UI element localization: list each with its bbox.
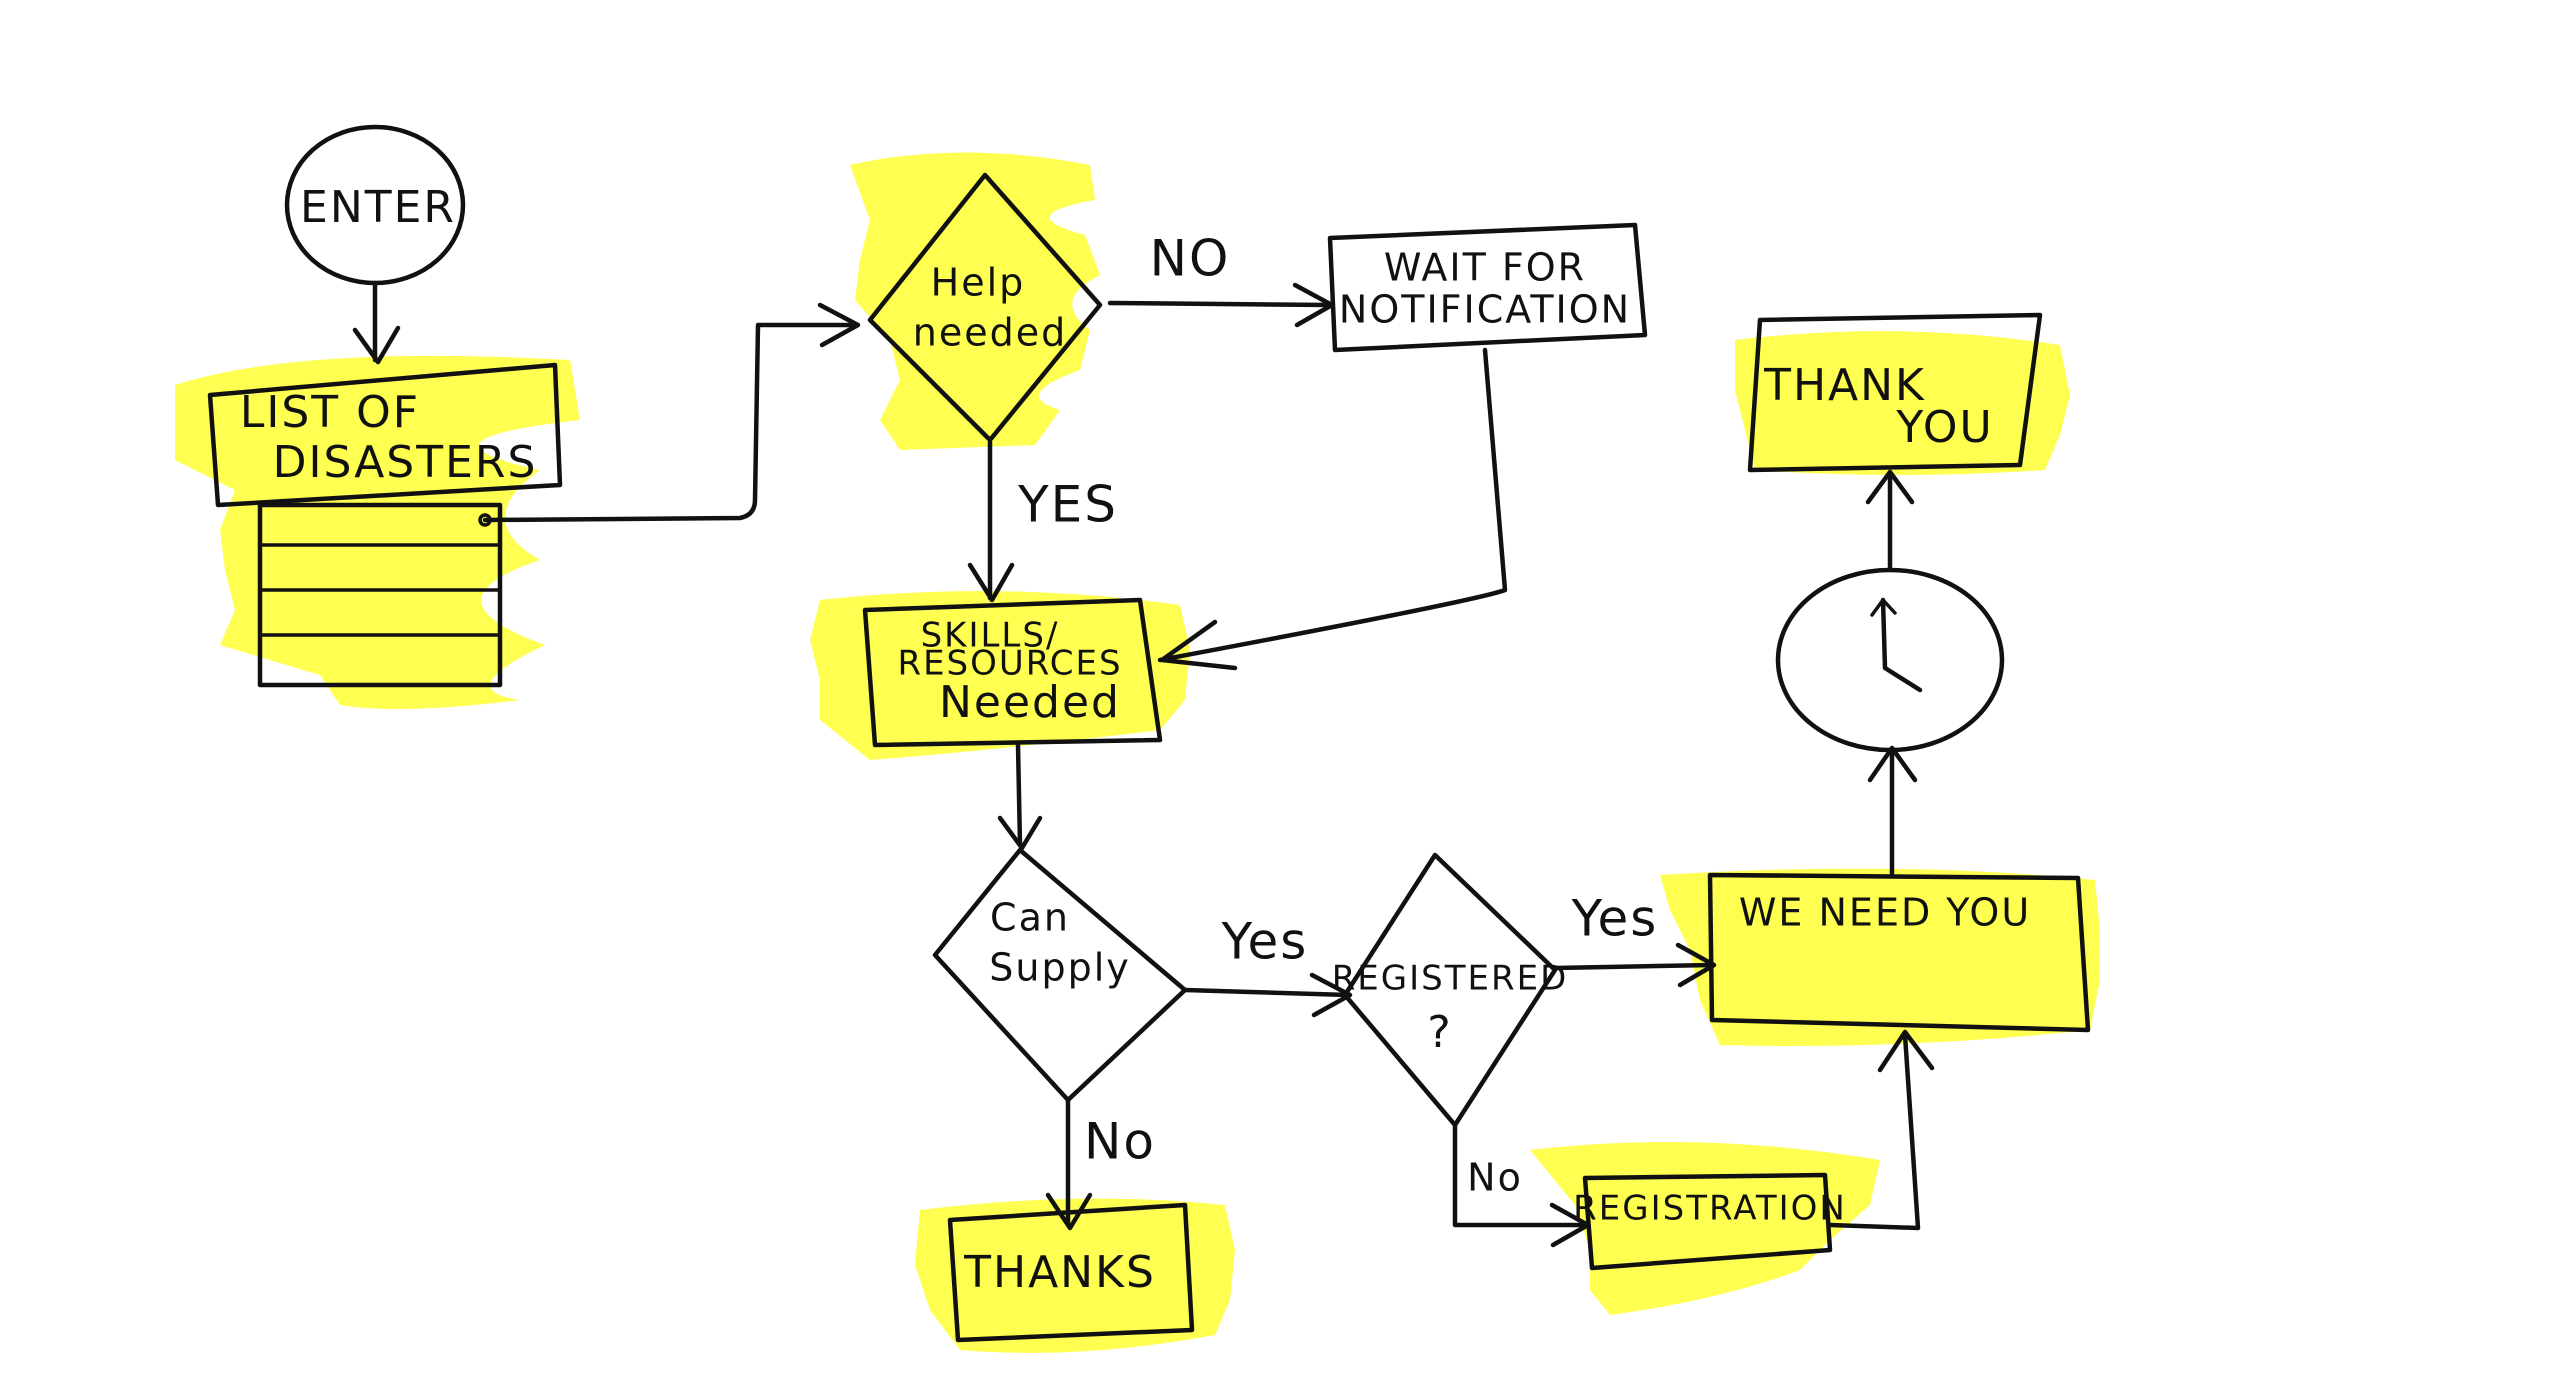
clock-icon <box>1775 567 2005 753</box>
label-registered-no: No <box>1467 1156 1523 1200</box>
thanks-label: THANKS <box>963 1247 1156 1298</box>
edge-wait-to-skills <box>1157 347 1508 663</box>
label-supply-no: No <box>1084 1113 1156 1171</box>
thank-you-node: THANK YOU <box>1747 312 2043 473</box>
highlight-thanks <box>915 1198 1235 1353</box>
registration-node: REGISTRATION <box>1573 1172 1847 1271</box>
edge-skills-to-supply <box>1015 742 1023 848</box>
skills-line3: Needed <box>939 677 1121 728</box>
registered-decision: REGISTERED ? <box>1332 852 1569 1128</box>
wait-for-notification-node: WAIT FOR NOTIFICATION <box>1327 222 1648 353</box>
thank-you-line2: YOU <box>1895 402 1993 453</box>
label-supply-yes: Yes <box>1221 913 1309 971</box>
label-help-no: NO <box>1150 230 1231 288</box>
highlight-we-need-you <box>1660 868 2100 1046</box>
edge-supply-yes <box>1182 987 1351 998</box>
connectors <box>352 280 1935 1248</box>
thanks-node: THANKS <box>947 1202 1195 1343</box>
edge-labels: NO YES Yes No Yes No <box>1017 230 1659 1200</box>
can-supply-line2: Supply <box>989 946 1131 990</box>
highlight-help-needed <box>850 152 1100 450</box>
highlight-skills <box>810 591 1190 760</box>
skills-resources-node: SKILLS/ RESOURCES Needed <box>862 597 1163 748</box>
edge-registration-to-need <box>1827 1032 1921 1231</box>
help-needed-line2: needed <box>913 311 1067 355</box>
enter-label: ENTER <box>300 182 456 233</box>
highlight-list <box>175 355 580 709</box>
thank-you-line1: THANK <box>1763 360 1926 411</box>
skills-line1: SKILLS/ <box>921 616 1060 656</box>
highlight-thank-you <box>1735 331 2070 475</box>
list-of-disasters-node: LIST OF DISASTERS <box>207 362 563 688</box>
list-title-line1: LIST OF <box>240 387 420 438</box>
wait-line2: NOTIFICATION <box>1339 288 1631 332</box>
can-supply-decision: Can Supply <box>932 847 1188 1103</box>
help-needed-line1: Help <box>931 261 1026 305</box>
label-help-yes: YES <box>1017 476 1118 534</box>
edge-list-to-help <box>482 322 858 523</box>
we-need-you-label: WE NEED YOU <box>1739 891 2031 935</box>
we-need-you-node: WE NEED YOU <box>1707 872 2091 1033</box>
skills-line2: RESOURCES <box>897 644 1122 684</box>
enter-node: ENTER <box>284 124 466 286</box>
edge-help-no <box>1107 300 1333 308</box>
edge-registered-no <box>1452 1122 1588 1228</box>
label-registered-yes: Yes <box>1571 890 1659 948</box>
can-supply-line1: Can <box>990 896 1070 940</box>
registered-line1: REGISTERED <box>1332 959 1569 999</box>
highlight-registration <box>1530 1142 1880 1315</box>
edge-registered-yes <box>1552 962 1715 971</box>
highlighter-layer <box>175 152 2100 1353</box>
wait-line1: WAIT FOR <box>1384 246 1586 290</box>
list-title-line2: DISASTERS <box>273 437 538 488</box>
registered-line2: ? <box>1427 1007 1452 1058</box>
registration-label: REGISTRATION <box>1573 1189 1847 1229</box>
